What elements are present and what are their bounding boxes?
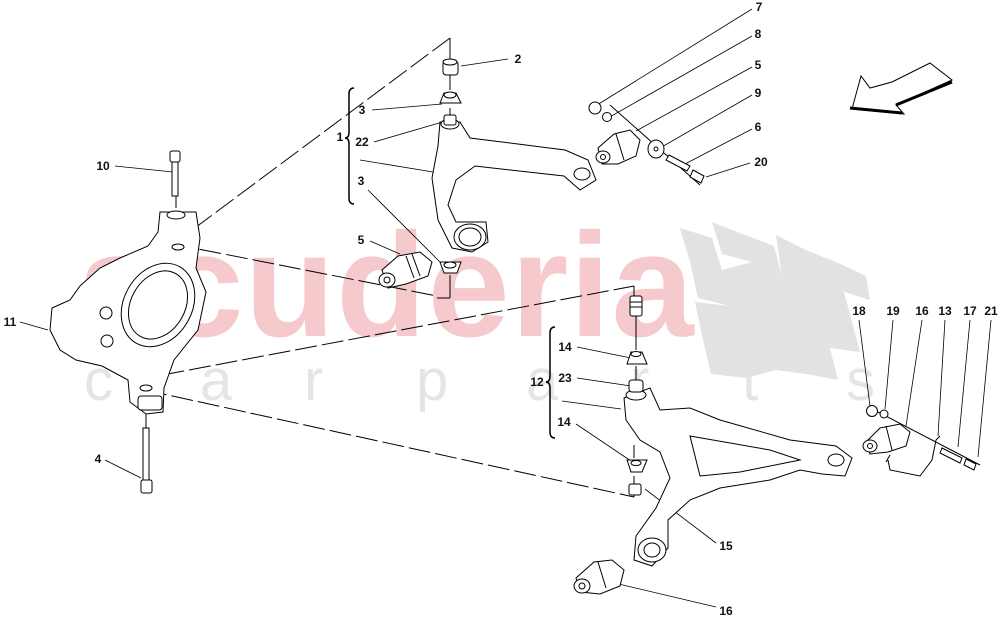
part-nut-21 (963, 458, 977, 471)
part-washer-19 (879, 409, 889, 419)
callout-16[interactable]: 16 (915, 304, 929, 318)
part-silentblock-5-left (378, 251, 433, 289)
group-bracket-12 (545, 326, 556, 439)
watermark-letter: p (416, 348, 449, 413)
part-bolt-4 (140, 427, 153, 494)
callout-6[interactable]: 6 (754, 120, 762, 134)
axis-lines (145, 38, 981, 497)
part-bushing-14-lower (626, 459, 648, 473)
part-washer-9 (647, 139, 665, 159)
callout-3[interactable]: 3 (357, 174, 365, 188)
callout-21[interactable]: 21 (984, 304, 998, 318)
callout-5[interactable]: 5 (754, 58, 762, 72)
group-bracket-1 (344, 87, 355, 205)
callout-16[interactable]: 16 (719, 604, 733, 618)
part-nut-15 (628, 483, 642, 496)
callout-14[interactable]: 14 (557, 415, 571, 429)
part-nut-18 (866, 405, 878, 417)
callout-9[interactable]: 9 (754, 86, 762, 100)
part-stud-6 (665, 154, 691, 172)
callout-4[interactable]: 4 (94, 452, 102, 466)
callout-15[interactable]: 15 (719, 539, 733, 553)
callout-17[interactable]: 17 (963, 304, 977, 318)
callout-23[interactable]: 23 (558, 371, 572, 385)
callout-11[interactable]: 11 (3, 315, 17, 329)
watermark-letter: r (304, 348, 324, 413)
part-bolt-10 (169, 150, 181, 197)
watermark-letter: a (200, 348, 233, 413)
callout-22[interactable]: 22 (355, 135, 369, 149)
part-silentblock-16-bottom (573, 559, 625, 595)
callout-20[interactable]: 20 (754, 155, 768, 169)
callout-8[interactable]: 8 (754, 27, 762, 41)
part-hub-carrier-11 (49, 210, 207, 415)
part-bushing-3-lower (439, 261, 462, 274)
callout-7[interactable]: 7 (755, 0, 763, 14)
part-bushing-14-upper (626, 351, 648, 365)
part-silentblock-16-right (862, 423, 911, 455)
checkered-flag-watermark (680, 222, 870, 380)
part-bracket-13 (885, 435, 941, 477)
callout-1-group[interactable]: 1 (336, 130, 344, 144)
part-washer-8 (602, 112, 612, 122)
callout-18[interactable]: 18 (852, 304, 866, 318)
part-ball-joint-22 (443, 114, 457, 126)
leader-lines (19, 8, 992, 608)
part-nut-7 (588, 101, 602, 115)
part-nut-2 (442, 58, 459, 76)
part-ball-joint-23 (628, 379, 644, 393)
part-nut-20 (689, 169, 705, 184)
part-bushing-3-upper (439, 91, 462, 104)
part-lower-wishbone (623, 387, 853, 567)
callout-13[interactable]: 13 (938, 304, 952, 318)
callout-14[interactable]: 14 (558, 340, 572, 354)
callout-10[interactable]: 10 (96, 159, 110, 173)
part-stud-17 (939, 447, 963, 464)
callout-3[interactable]: 3 (358, 103, 366, 117)
part-stud-lower (629, 295, 643, 317)
callout-5[interactable]: 5 (357, 233, 365, 247)
callout-12-group[interactable]: 12 (530, 375, 544, 389)
watermark-letter: s (846, 348, 875, 413)
part-silentblock-5-right (595, 129, 641, 165)
direction-arrow-icon (849, 62, 953, 115)
callout-2[interactable]: 2 (514, 52, 522, 66)
part-upper-wishbone (431, 118, 597, 253)
callout-19[interactable]: 19 (886, 304, 900, 318)
watermark-letter: a (526, 348, 559, 413)
